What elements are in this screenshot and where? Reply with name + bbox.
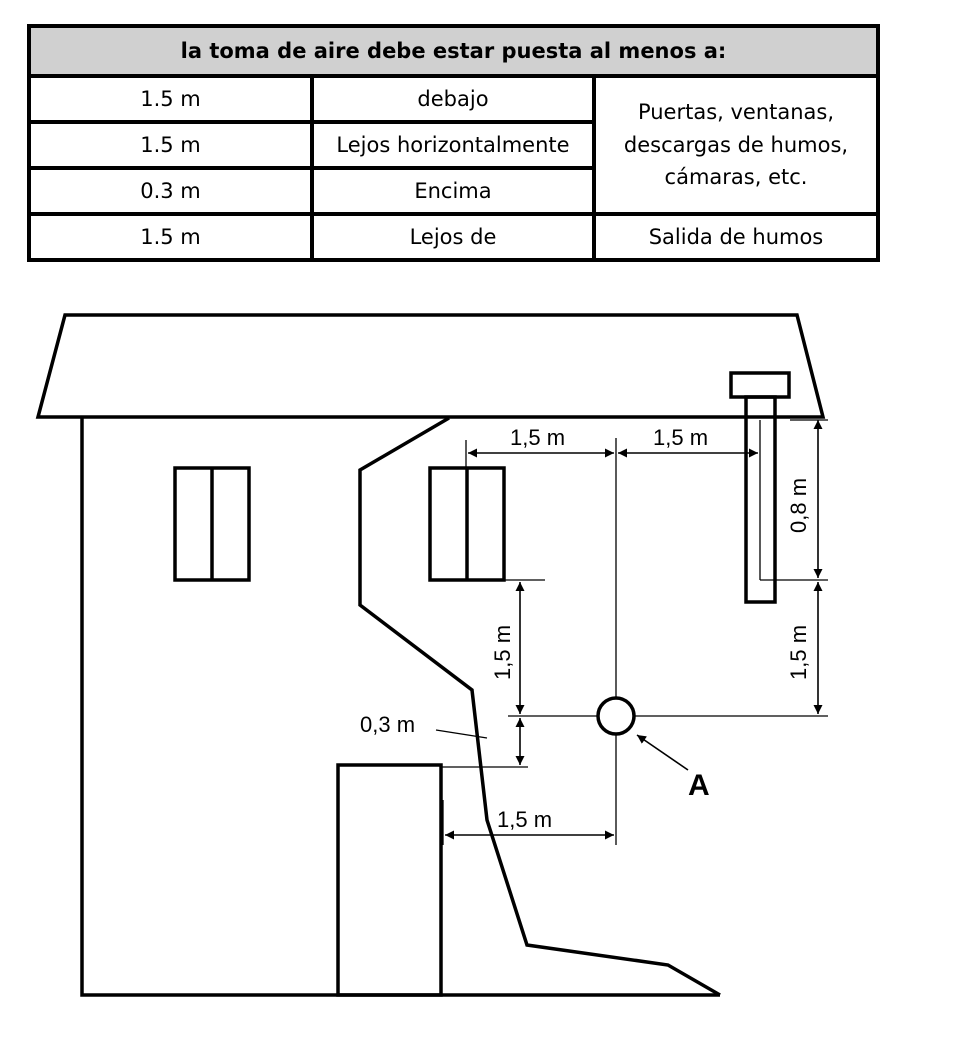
label-intake-to-flue: 1,5 m	[653, 425, 708, 450]
row4-target: Salida de humos	[592, 212, 880, 262]
table-row: 1.5 m debajo Puertas, ventanas, descarga…	[27, 74, 880, 216]
row2-relation: Lejos horizontalmente	[310, 120, 596, 171]
merged-target-cell: Puertas, ventanas, descargas de humos, c…	[592, 74, 880, 216]
merged-target-line-1: Puertas, ventanas,	[637, 100, 835, 125]
table-row: 1.5 m Lejos de Salida de humos	[27, 212, 880, 262]
row4-relation: Lejos de	[310, 212, 596, 262]
label-flue-height: 0,8 m	[786, 478, 811, 533]
label-window-to-intake: 1,5 m	[510, 425, 565, 450]
dimension-arrows	[445, 420, 823, 840]
pointer-A	[636, 734, 689, 771]
label-door-above: 0,3 m	[360, 712, 415, 737]
requirements-table: la toma de aire debe estar puesta al men…	[27, 23, 880, 262]
air-intake-A	[596, 696, 636, 736]
house-wall	[80, 417, 720, 997]
row1-relation: debajo	[310, 74, 596, 125]
chimney-flue	[744, 395, 777, 604]
table-row: 1.5 m Lejos horizontalmente	[27, 120, 878, 171]
row3-relation: Encima	[310, 166, 596, 216]
table-header: la toma de aire debe estar puesta al men…	[27, 23, 880, 79]
row3-distance: 0.3 m	[27, 166, 314, 216]
house	[35, 313, 826, 997]
row1-distance: 1.5 m	[27, 74, 314, 125]
label-flue-below: 1,5 m	[786, 625, 811, 680]
label-door-to-intake: 1,5 m	[497, 807, 552, 832]
row2-distance: 1.5 m	[27, 120, 314, 171]
merged-target-line-2: descargas de humos,	[623, 132, 849, 157]
table-row: 0.3 m Encima	[27, 166, 878, 216]
reference-lines	[435, 419, 828, 845]
label-window-below: 1,5 m	[490, 625, 515, 680]
label-intake-A: A	[688, 769, 710, 802]
door	[336, 763, 443, 997]
merged-target-line-3: cámaras, etc.	[664, 165, 808, 190]
row4-distance: 1.5 m	[27, 212, 314, 262]
facade-path	[358, 416, 721, 997]
chimney-cap	[729, 371, 791, 399]
roof	[35, 313, 826, 419]
